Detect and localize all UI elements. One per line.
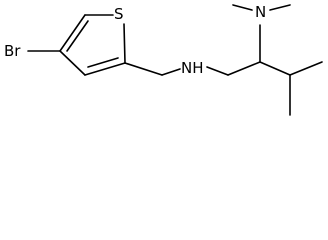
bond-n-methyl-left: [232, 4, 253, 11]
molecule-structure-diagram: Br S NH N: [4, 3, 323, 116]
bond-c4-c5-inner: [66, 20, 89, 52]
bond-ch-ch-isopropyl: [259, 61, 291, 76]
bond-ch2-nh: [161, 68, 181, 76]
bond-c2-ch2: [124, 62, 163, 76]
bond-c3-c4: [59, 50, 86, 76]
thiophene-ring: [59, 14, 126, 76]
bond-n-methyl-right: [269, 4, 291, 11]
bond-c2-c3: [84, 62, 126, 76]
bond-c4-c5: [59, 14, 86, 52]
bond-c2-c3-inner: [87, 57, 119, 68]
atom-label-amine-nitrogen: NH: [181, 59, 204, 77]
bond-s-c2: [123, 23, 126, 64]
atom-label-dimethylamino-nitrogen: N: [255, 3, 266, 21]
bond-ch2-ch: [227, 61, 261, 76]
bond-nh-ch2: [206, 66, 229, 76]
bond-isopropyl-methyl-up: [289, 61, 323, 76]
atom-label-bromine: Br: [4, 42, 21, 60]
atom-label-sulfur: S: [114, 5, 124, 23]
